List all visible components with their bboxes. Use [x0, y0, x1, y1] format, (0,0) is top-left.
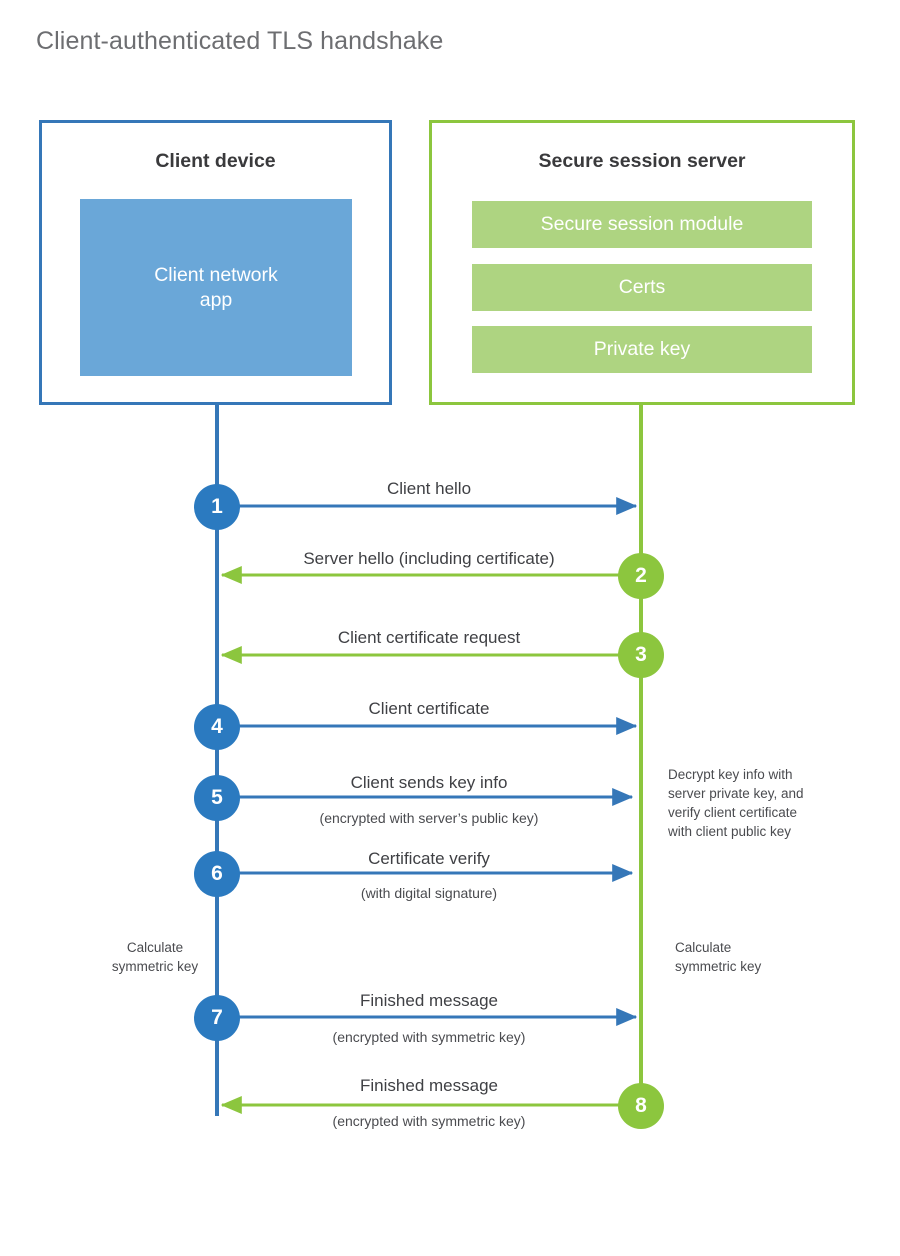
message-label-7: Finished message: [360, 991, 498, 1010]
client-device-box: Client device Client network app: [39, 120, 392, 405]
client-device-title: Client device: [155, 150, 276, 172]
step-circle-7[interactable]: 7: [194, 995, 240, 1041]
step-circle-3[interactable]: 3: [618, 632, 664, 678]
step-circle-8[interactable]: 8: [618, 1083, 664, 1129]
step-circle-4[interactable]: 4: [194, 704, 240, 750]
secure-session-server-title: Secure session server: [538, 150, 746, 172]
step-circle-2[interactable]: 2: [618, 553, 664, 599]
message-sublabel-6: (with digital signature): [360, 885, 498, 901]
note-server-calculate-symmetric-key: Calculate symmetric key: [675, 940, 762, 975]
message-label-6: Certificate verify: [368, 849, 490, 868]
server-block-certs: Certs: [472, 264, 812, 311]
client-network-app-block: Client network app: [80, 199, 352, 376]
message-label-3: Client certificate request: [337, 628, 521, 647]
message-label-4: Client certificate: [368, 699, 490, 718]
page-title: Client-authenticated TLS handshake: [36, 27, 444, 55]
server-block-secure-session-module: Secure session module: [472, 201, 812, 248]
step-circle-6[interactable]: 6: [194, 851, 240, 897]
message-label-5: Client sends key info: [350, 773, 508, 792]
note-client-calculate-symmetric-key: Calculate symmetric key: [111, 940, 199, 975]
server-lifeline: [639, 402, 643, 1106]
server-block-private-key: Private key: [472, 326, 812, 373]
message-label-8: Finished message: [360, 1076, 498, 1095]
message-sublabel-7: (encrypted with symmetric key): [332, 1029, 526, 1045]
note-server-decrypt: Decrypt key info with server private key…: [668, 767, 804, 840]
message-sublabel-8: (encrypted with symmetric key): [332, 1113, 526, 1129]
step-circle-5[interactable]: 5: [194, 775, 240, 821]
message-label-2: Server hello (including certificate): [303, 549, 555, 568]
message-label-1: Client hello: [386, 479, 472, 498]
client-lifeline: [215, 402, 219, 1116]
message-sublabel-5: (encrypted with server’s public key): [319, 810, 539, 826]
secure-session-server-box: Secure session server Secure session mod…: [429, 120, 855, 405]
step-circle-1[interactable]: 1: [194, 484, 240, 530]
